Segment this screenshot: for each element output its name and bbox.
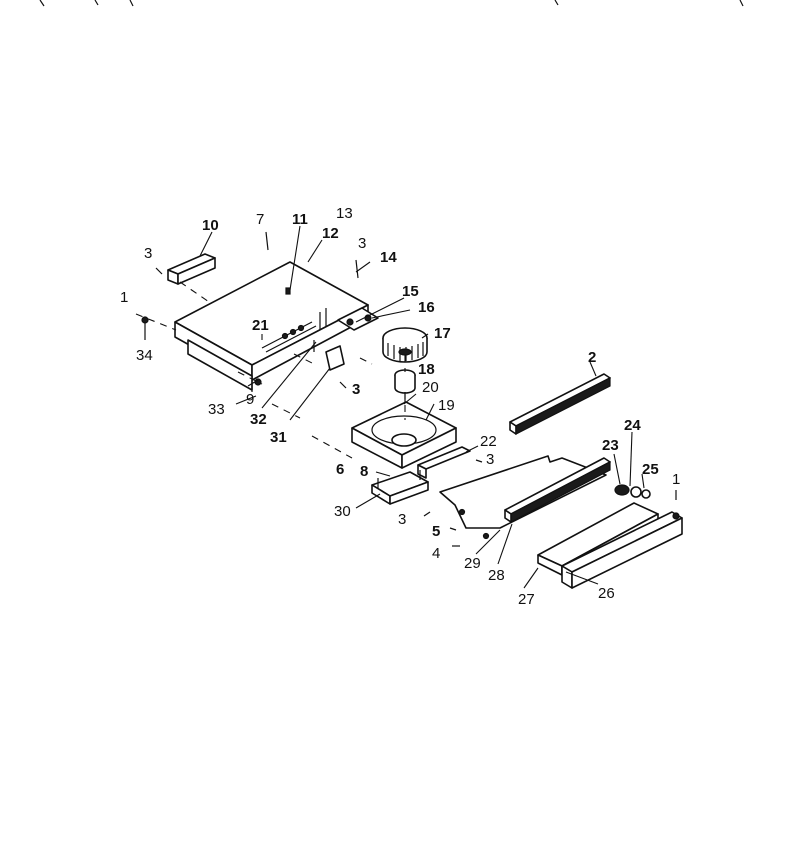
callout-29: 29 [464, 555, 481, 572]
callout-12: 12 [322, 225, 339, 242]
callout-14: 14 [380, 249, 397, 266]
callout-34: 34 [136, 347, 153, 364]
callout-1-left: 1 [120, 289, 128, 306]
callout-17: 17 [434, 325, 451, 342]
main-housing [174, 261, 369, 392]
callout-3-c: 3 [352, 381, 360, 398]
motor-plate [337, 307, 379, 331]
switch-bracket-part-31 [313, 340, 345, 371]
fasteners [141, 231, 680, 547]
callout-23: 23 [602, 437, 619, 454]
transition-duct [371, 470, 429, 505]
callout-19: 19 [438, 397, 455, 414]
callout-3-d: 3 [486, 451, 494, 468]
callout-26: 26 [598, 585, 615, 602]
leader-lines [199, 225, 645, 589]
callout-3-a: 3 [144, 245, 152, 262]
callout-30: 30 [334, 503, 351, 520]
callout-9: 9 [246, 391, 254, 408]
callout-33: 33 [208, 401, 225, 418]
callout-10: 10 [202, 217, 219, 234]
filter-part-28 [504, 457, 611, 523]
callout-32: 32 [250, 411, 267, 428]
callout-27: 27 [518, 591, 535, 608]
callout-11: 11 [292, 211, 308, 228]
callout-13: 13 [336, 205, 353, 222]
callout-1-right: 1 [672, 471, 680, 488]
bottom-plate-part-29 [439, 455, 607, 540]
callout-22: 22 [480, 433, 497, 450]
fan-wheel-part-17 [382, 327, 428, 363]
callout-5: 5 [432, 523, 440, 540]
callout-16: 16 [418, 299, 435, 316]
damper-part-22 [417, 446, 471, 479]
callouts: 1 1 2 3 3 3 3 3 4 5 6 7 8 9 10 11 12 13 … [120, 205, 680, 608]
light-assembly [614, 484, 651, 499]
bracket-part-10 [167, 253, 216, 285]
blower-housing-part-19 [351, 401, 457, 469]
callout-24: 24 [624, 417, 641, 434]
top-edge-marks [39, 0, 744, 7]
filter-part-2 [509, 373, 611, 435]
callout-6: 6 [336, 461, 344, 478]
callout-15: 15 [402, 283, 419, 300]
callout-7: 7 [256, 211, 264, 228]
trim-part-26 [561, 511, 683, 589]
callout-18: 18 [418, 361, 435, 378]
callout-8: 8 [360, 463, 368, 480]
callout-31: 31 [270, 429, 287, 446]
callout-4: 4 [432, 545, 440, 562]
callout-21: 21 [252, 317, 269, 334]
callout-20: 20 [422, 379, 439, 396]
callout-3-e: 3 [398, 511, 406, 528]
callout-25: 25 [642, 461, 659, 478]
centerlines [135, 281, 406, 459]
callout-2: 2 [588, 349, 596, 366]
callout-3-b: 3 [358, 235, 366, 252]
callout-28: 28 [488, 567, 505, 584]
